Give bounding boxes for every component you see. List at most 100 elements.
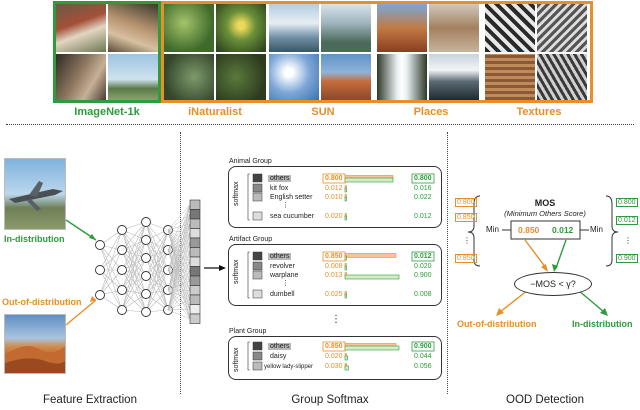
network-node [141, 217, 151, 227]
softmax-bracket [247, 251, 250, 299]
network-node [141, 271, 151, 281]
in-score-bar [344, 293, 347, 299]
dataset-label-sun: SUN [311, 106, 335, 118]
ood-right-score: 0.800 [616, 198, 638, 207]
group-box-artifact [228, 244, 442, 306]
in-score: 0.900 [414, 272, 432, 279]
in-score-bar [344, 196, 347, 202]
textures-image-grid [485, 1, 593, 103]
class-label: daisy [270, 353, 287, 360]
network-node [141, 307, 151, 317]
class-label: warplane [270, 272, 299, 279]
ood-in-label: In-distribution [572, 319, 633, 329]
softmax-cell [252, 261, 263, 271]
softmax-cell [252, 289, 263, 299]
places-image-grid [377, 1, 485, 103]
softmax-cell [252, 183, 263, 193]
class-label: others [268, 175, 292, 182]
network-node [117, 225, 127, 235]
in-score: 0.016 [414, 185, 432, 192]
out-score: 0.850 [325, 343, 343, 350]
in-others-frame [411, 341, 435, 352]
in-score-bar [344, 365, 349, 371]
network-node [117, 305, 127, 315]
softmax-cell [252, 361, 263, 371]
in-score: 0.800 [414, 175, 432, 182]
out-score: 0.025 [325, 291, 343, 298]
in-score-bar [344, 187, 347, 193]
in-score-bar [344, 355, 348, 361]
in-score-bar [344, 215, 347, 221]
softmax-bracket [247, 173, 250, 221]
feature-cell [189, 313, 201, 324]
separator-vertical-2 [447, 132, 448, 394]
ood-right-ellipsis: ⋮ [624, 236, 632, 245]
in-distribution-image [4, 158, 66, 230]
desert-icon [5, 346, 65, 373]
network-node [95, 290, 105, 300]
dataset-label-places: Places [413, 106, 449, 118]
out-score: 0.020 [325, 213, 343, 220]
out-score: 0.800 [325, 175, 343, 182]
network-node [117, 265, 127, 275]
inaturalist-image-grid [161, 1, 377, 103]
softmax-cell [252, 173, 263, 183]
class-label: others [268, 343, 292, 350]
group-ellipsis: ⋮ [331, 314, 341, 325]
class-label: kit fox [270, 185, 289, 192]
out-of-distribution-image [4, 314, 66, 374]
in-distribution-label: In-distribution [4, 234, 65, 244]
group-box-plant [228, 336, 442, 380]
in-score: 0.900 [414, 343, 432, 350]
softmax-bracket [247, 341, 250, 371]
in-score: 0.012 [414, 253, 432, 260]
softmax-cell [252, 270, 263, 280]
sun-image-grid [269, 1, 377, 103]
group-box-animal [228, 166, 442, 228]
ood-right-score: 0.900 [616, 254, 638, 263]
ood-min-in: 0.012 [552, 225, 574, 235]
class-label: dumbell [270, 291, 295, 298]
softmax-cell [252, 341, 263, 351]
dataset-label-textures: Textures [516, 106, 562, 118]
out-score: 0.020 [325, 353, 343, 360]
dataset-label-inaturalist: iNaturalist [188, 106, 242, 118]
out-score: 0.008 [325, 263, 343, 270]
softmax-cell [252, 351, 263, 361]
ood-min-out: 0.850 [518, 225, 540, 235]
class-label: sea cucumber [270, 213, 314, 220]
in-score: 0.012 [414, 213, 432, 220]
ood-left-score: 0.850 [455, 254, 477, 263]
section-title-ood-detection: OOD Detection [506, 394, 584, 406]
softmax-cell [252, 192, 263, 202]
in-score-bar [344, 265, 347, 271]
network-node [141, 289, 151, 299]
out-score: 0.013 [325, 272, 343, 279]
in-score: 0.044 [414, 353, 432, 360]
out-score: 0.012 [325, 185, 343, 192]
mos-title: MOS [534, 198, 556, 208]
mos-subtitle: (Minimum Others Score) [504, 209, 586, 218]
network-node [141, 235, 151, 245]
ood-left-score: 0.800 [455, 198, 477, 207]
in-score: 0.008 [414, 291, 432, 298]
class-label: English setter [270, 194, 313, 201]
ood-left-ellipsis: ⋮ [463, 236, 471, 245]
class-label: ⋮ [282, 280, 289, 287]
out-score: 0.010 [325, 194, 343, 201]
softmax-cell [252, 211, 263, 221]
min-label-right: Min [590, 225, 603, 234]
network-node [117, 285, 127, 295]
group-title-animal: Animal Group [229, 158, 272, 165]
network-node [95, 240, 105, 250]
section-title-feature-extraction: Feature Extraction [43, 394, 137, 406]
separator-horizontal [6, 124, 634, 125]
out-score: 0.850 [325, 253, 343, 260]
imagenet-image-grid [53, 1, 161, 103]
out-others-frame [322, 341, 346, 352]
ood-right-score: 0.012 [616, 216, 638, 225]
section-title-group-softmax: Group Softmax [291, 394, 369, 406]
